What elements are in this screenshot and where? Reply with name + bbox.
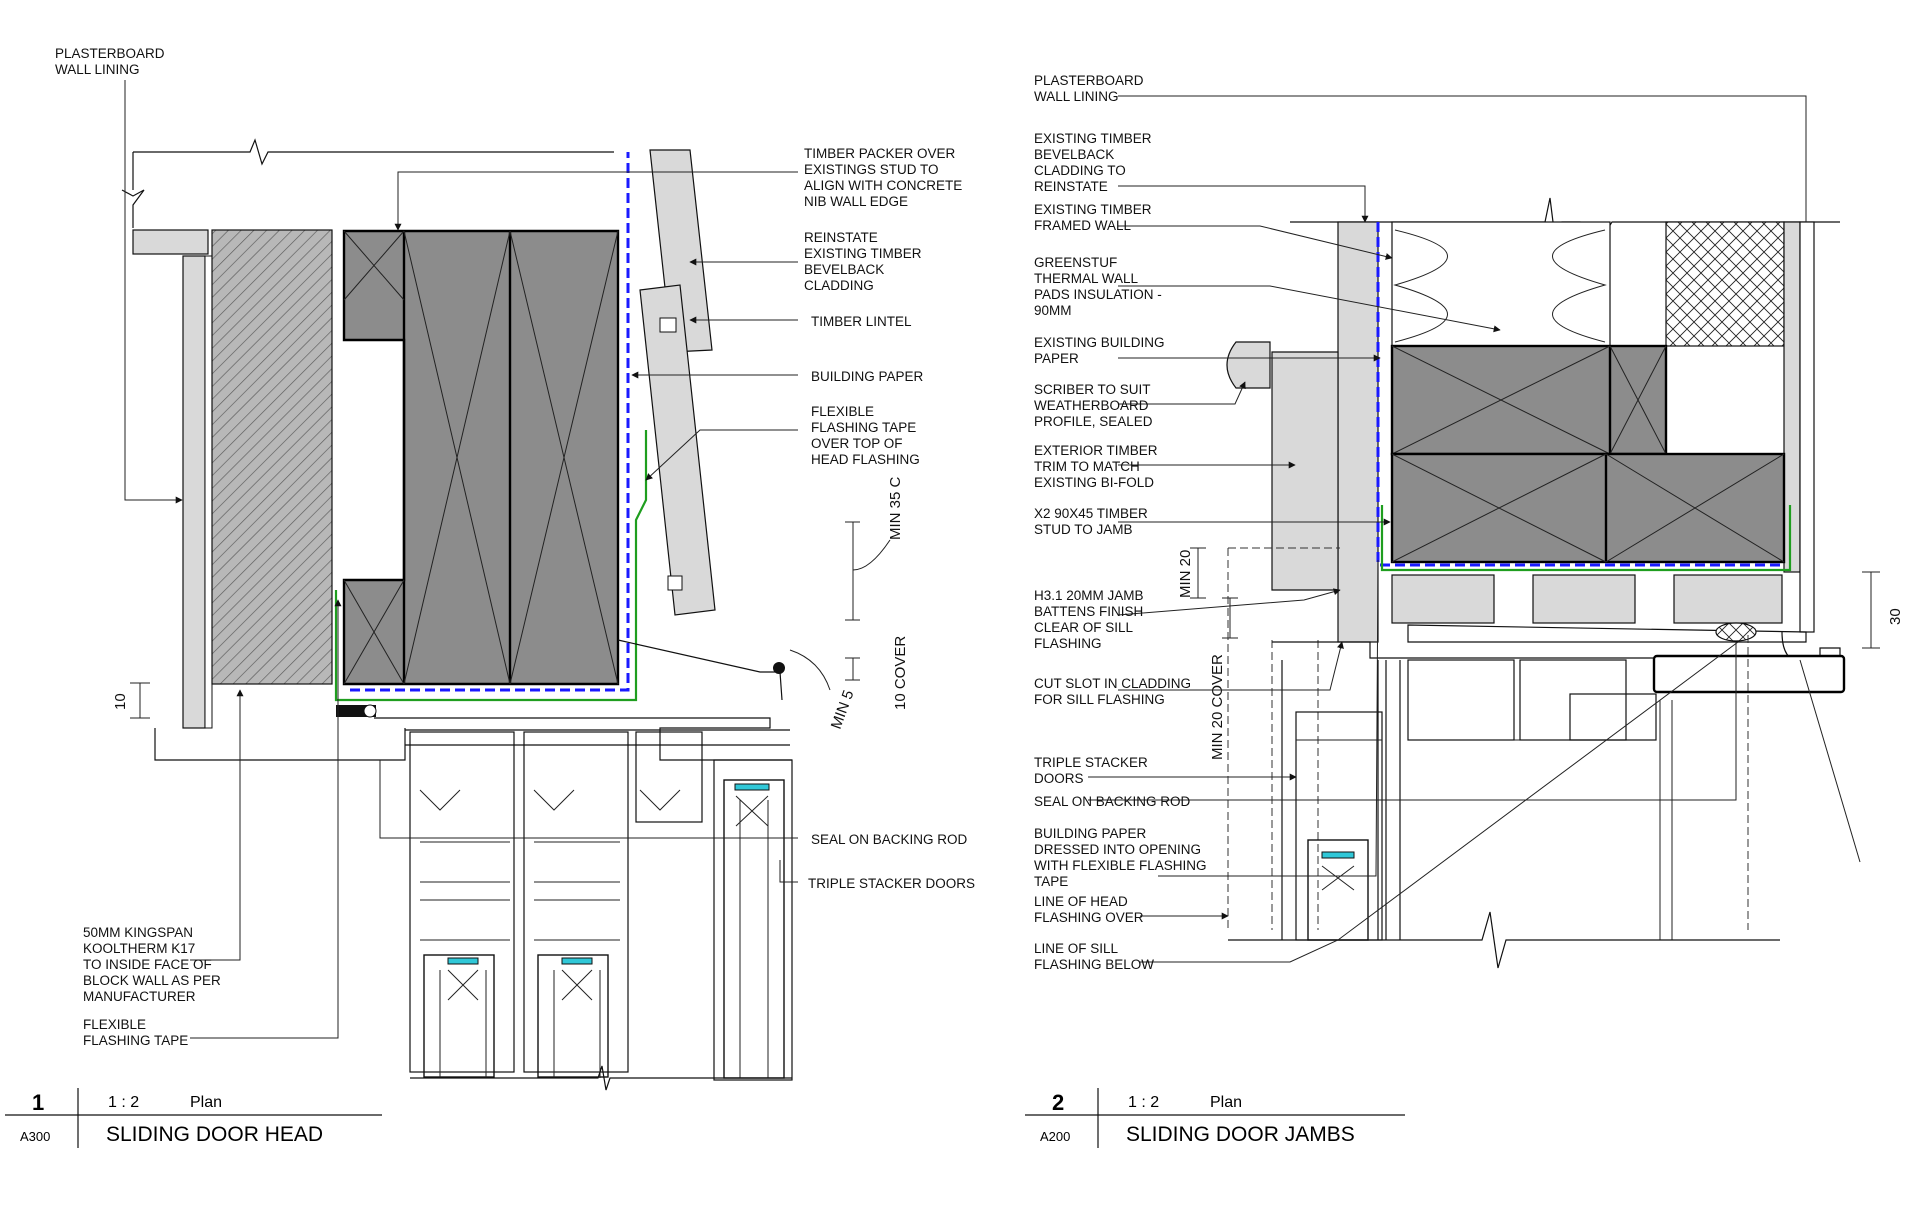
jamb-leaders [1088, 95, 1861, 963]
detail-scale-head: 1 : 2 [108, 1094, 139, 1111]
detail-jambs-drawing: MIN 20 MIN 20 COVER 30 P [1034, 73, 1904, 972]
dim-cover10: 10 COVER [892, 636, 909, 710]
dim-min20cover: MIN 20 COVER [1209, 654, 1226, 760]
head-leaders [124, 80, 798, 1039]
detail-scale-jambs: 1 : 2 [1128, 1094, 1159, 1111]
door-frame-profiles [409, 731, 793, 1081]
dim-min5: MIN 5 [828, 688, 858, 731]
label-head-building-paper: BUILDING PAPER [811, 369, 924, 384]
dim-min35: MIN 35 C [887, 476, 904, 540]
detail-view-jambs: Plan [1210, 1094, 1242, 1111]
jamb-dimensions: MIN 20 MIN 20 COVER 30 [1177, 547, 1904, 760]
dim-thirty: 30 [1887, 608, 1904, 625]
detail-number-jambs: 2 [1052, 1090, 1064, 1115]
detail-ref-jambs: A200 [1040, 1129, 1070, 1144]
jamb-frame-profiles [1272, 641, 1673, 941]
dim-ten: 10 [112, 693, 129, 710]
label-head-triple-stacker: TRIPLE STACKER DOORS [808, 876, 975, 891]
detail-number-head: 1 [32, 1090, 44, 1115]
dim-min20: MIN 20 [1177, 550, 1194, 598]
stacker-door-leaves [423, 779, 785, 1079]
title-block-head: 1 1 : 2 Plan A300 SLIDING DOOR HEAD [5, 1088, 382, 1148]
jamb-hidden-lines [1227, 547, 1749, 930]
detail-view-head: Plan [190, 1094, 222, 1111]
label-jamb-seal: SEAL ON BACKING ROD [1034, 794, 1191, 809]
label-head-seal: SEAL ON BACKING ROD [811, 832, 968, 847]
label-timber-lintel: TIMBER LINTEL [811, 314, 912, 329]
detail-ref-head: A300 [20, 1129, 50, 1144]
detail-title-jambs: SLIDING DOOR JAMBS [1126, 1123, 1355, 1146]
title-block-jambs: 2 1 : 2 Plan A200 SLIDING DOOR JAMBS [1025, 1088, 1405, 1148]
detail-title-head: SLIDING DOOR HEAD [106, 1123, 323, 1146]
